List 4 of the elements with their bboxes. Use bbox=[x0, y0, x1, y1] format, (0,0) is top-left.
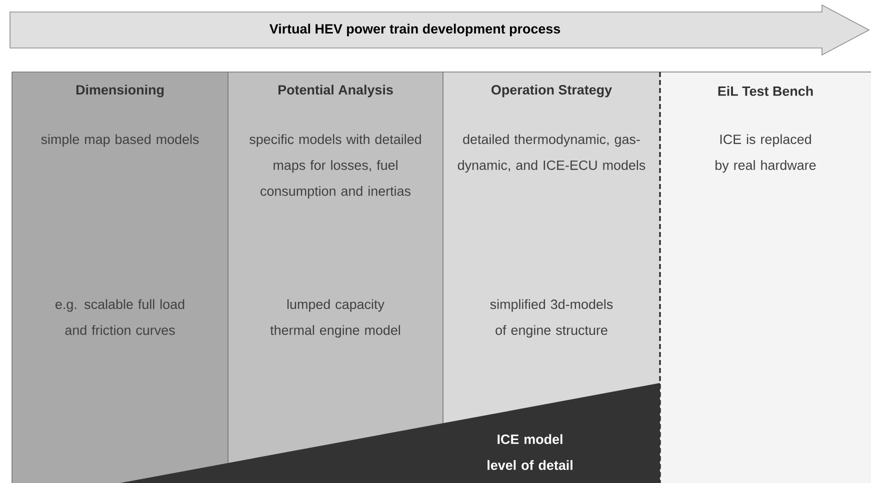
phase-column: Dimensioning simple map based models e.g. scalable full load and friction curves bbox=[12, 72, 228, 483]
phase-column: EiL Test Bench ICE is replaced by real hardware bbox=[659, 72, 871, 483]
phase-column: Potential Analysis specific models with detailed maps for losses, fuel consumption and inertias lumped capacity thermal engine model bbox=[228, 72, 444, 483]
detail-wedge: ICE model level of detail bbox=[120, 383, 660, 483]
